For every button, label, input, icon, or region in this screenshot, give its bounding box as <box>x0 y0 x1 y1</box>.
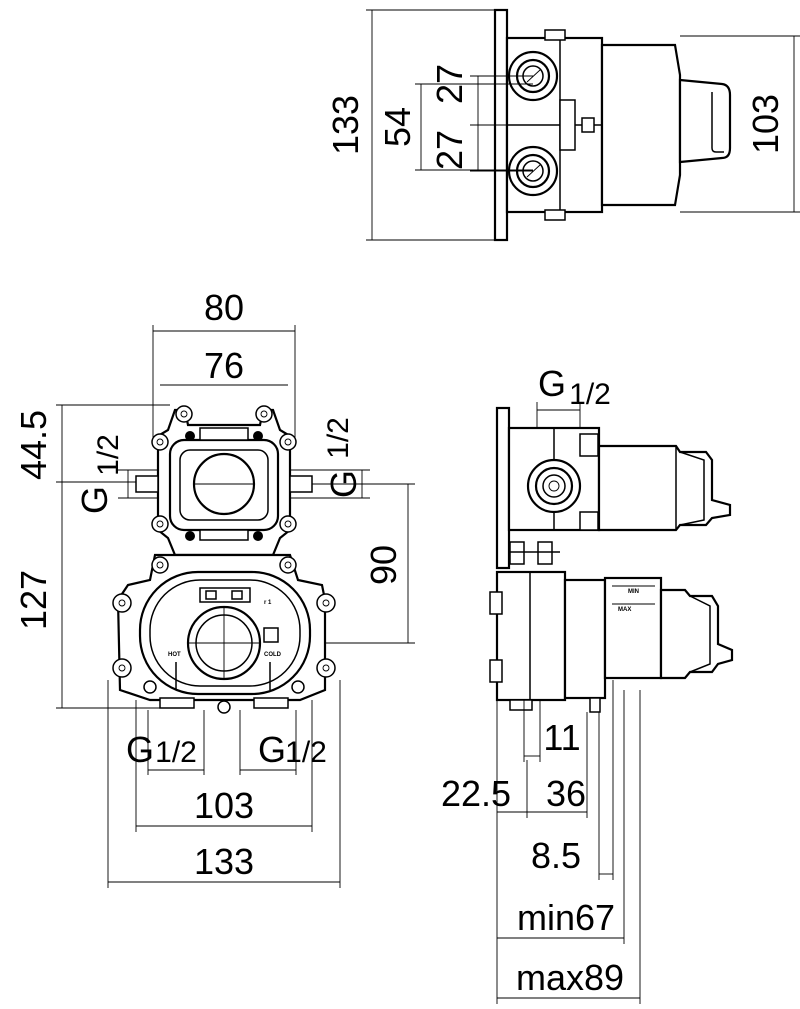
top-view: 133 54 <box>325 8 800 242</box>
front-thread-bottom-left-g: G <box>126 729 154 770</box>
front-dim-90: 90 <box>363 545 404 585</box>
svg-text:r 1: r 1 <box>264 600 272 606</box>
side-dim-22-5: 22.5 <box>441 773 511 814</box>
front-dim-103: 103 <box>194 785 254 826</box>
front-thread-left-g: G <box>74 486 115 514</box>
side-dim-min67: min67 <box>517 897 615 938</box>
side-thread-top-g: G <box>538 363 566 404</box>
top-dim-27-upper: 27 <box>429 64 470 104</box>
front-thread-left-fraction: 1/2 <box>92 434 125 476</box>
side-dim-11: 11 <box>543 717 580 758</box>
side-dim-max89: max89 <box>516 957 624 998</box>
top-dim-133: 133 <box>325 95 366 155</box>
front-thread-bottom-right-fraction: 1/2 <box>285 736 327 769</box>
front-dim-127: 127 <box>13 570 54 630</box>
side-upper-plate <box>495 406 511 570</box>
front-dim-44-5: 44.5 <box>13 410 54 480</box>
front-dim-80: 80 <box>204 287 244 328</box>
side-view: G 1/2 MIN MAX <box>441 363 734 1004</box>
front-lower-housing: r 1 HOT COLD <box>112 553 336 714</box>
side-dim-36: 36 <box>546 773 586 814</box>
front-label-hot: HOT <box>168 652 181 658</box>
top-dim-103: 103 <box>745 94 786 154</box>
front-upper-bracket <box>135 405 313 557</box>
front-dim-133: 133 <box>194 841 254 882</box>
side-label-max: MAX <box>618 607 631 613</box>
side-thread-top-fraction: 1/2 <box>569 378 611 411</box>
front-thread-bottom-right-g: G <box>258 729 286 770</box>
side-label-min: MIN <box>628 589 639 595</box>
front-dim-76: 76 <box>204 345 244 386</box>
side-lower-housing <box>495 570 567 702</box>
front-label-cold: COLD <box>264 652 282 658</box>
top-dim-27-lower: 27 <box>429 130 470 170</box>
front-thread-right-fraction: 1/2 <box>322 417 355 459</box>
top-lever <box>678 78 732 164</box>
top-inlet-lower <box>507 145 559 197</box>
front-thread-bottom-left-fraction: 1/2 <box>155 736 197 769</box>
top-dim-54: 54 <box>377 107 418 147</box>
front-view: 80 76 44.5 127 G 1/2 G 1/2 90 <box>13 287 415 888</box>
side-dim-8-5: 8.5 <box>531 835 581 876</box>
